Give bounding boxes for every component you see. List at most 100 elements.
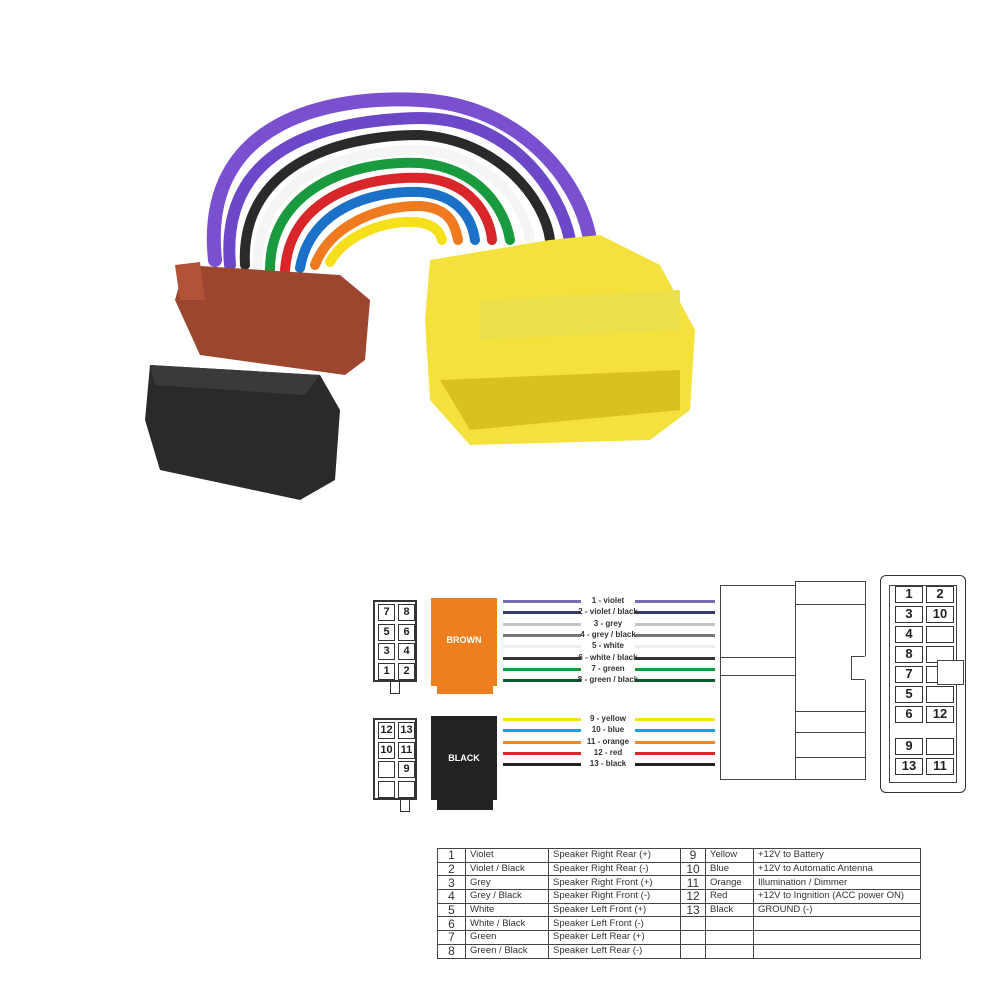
wire-color-cell: Yellow: [705, 848, 754, 863]
function-cell: Illumination / Dimmer: [753, 875, 921, 891]
function-cell: Speaker Left Rear (+): [548, 930, 681, 945]
face-pin-cell: 6: [895, 706, 923, 723]
pin-cell: 4: [398, 643, 415, 660]
pin-cell: 11: [398, 741, 415, 759]
pin-number-cell: [680, 930, 706, 945]
pin-number-cell: 13: [680, 902, 706, 918]
wire-bundle: [206, 92, 597, 275]
wire-color-cell: Violet: [465, 848, 549, 863]
face-pin-cell: 8: [895, 646, 923, 663]
face-pin-cell: 9: [895, 738, 923, 755]
pin-cell: [378, 780, 395, 798]
wire-line-left: [503, 656, 581, 660]
brown-iso-connector: [175, 262, 370, 375]
wire-line-right: [635, 667, 715, 671]
pin-cell: [378, 761, 395, 778]
wire-label: 11 - orange: [586, 736, 630, 746]
wire-line-left: [503, 622, 581, 626]
face-pin-cell: [926, 686, 954, 703]
function-cell: Speaker Left Front (-): [548, 916, 681, 932]
function-cell: Speaker Left Front (+): [548, 902, 681, 918]
pin-number-cell: 10: [680, 861, 706, 877]
face-pin-cell: 13: [895, 758, 923, 775]
housing-notch: [851, 656, 866, 680]
wire-line-right: [635, 611, 715, 615]
pin-cell: 3: [378, 643, 395, 660]
wire-color-cell: [705, 930, 754, 945]
wire-label: 7 - green: [591, 663, 625, 673]
pin-number-cell: 2: [437, 861, 466, 877]
function-cell: +12V to Battery: [753, 848, 921, 863]
wire-label: 8 - green / black: [577, 675, 639, 685]
wire-line-right: [635, 740, 715, 744]
wire-line-left: [503, 729, 581, 733]
face-pin-cell: 5: [895, 686, 923, 703]
wire-color-cell: White / Black: [465, 916, 549, 932]
pin-number-cell: 9: [680, 848, 706, 863]
pin-cell: 7: [378, 604, 395, 621]
wire-color-cell: Violet / Black: [465, 861, 549, 877]
wire-label: 6 - white / black: [578, 652, 638, 662]
wire-color-cell: Blue: [705, 861, 754, 877]
wire-line-left: [503, 611, 581, 615]
pin-face-key: [937, 660, 964, 685]
pin-cell: [398, 780, 415, 798]
wire-color-cell: Grey: [465, 875, 549, 891]
vehicle-connector-housing: [795, 581, 866, 780]
wire-color-cell: Orange: [705, 875, 754, 891]
wire-line-right: [635, 718, 715, 721]
brown-label: BROWN: [446, 635, 482, 645]
product-photo-iso-harness-adapter: [145, 92, 695, 500]
wire-line-left: [503, 751, 581, 755]
pin-number-cell: 7: [437, 930, 466, 945]
wire-line-right: [635, 645, 715, 649]
function-cell: Speaker Right Rear (-): [548, 861, 681, 877]
housing-divider: [795, 757, 866, 758]
brown-connector-block: BROWN: [431, 598, 497, 686]
black-iso-connector: [145, 365, 340, 500]
face-pin-cell: [926, 626, 954, 643]
wire-label: 4 - grey / black: [580, 629, 636, 639]
pin-cell: 6: [398, 623, 415, 641]
face-pin-cell: 11: [926, 758, 954, 775]
brown-connector-latch: [390, 682, 400, 694]
wire-label: 1 - violet: [591, 596, 625, 605]
pin-number-cell: 6: [437, 916, 466, 932]
wire-line-right: [635, 600, 715, 603]
pin-number-cell: 8: [437, 943, 466, 959]
pin-cell: 9: [398, 761, 415, 778]
wire-color-cell: [705, 916, 754, 932]
wire-label: 13 - black: [589, 759, 627, 769]
black-connector-block: BLACK: [431, 716, 497, 800]
function-cell: Speaker Left Rear (-): [548, 943, 681, 959]
function-cell: +12V to Automatic Antenna: [753, 861, 921, 877]
wire-line-right: [635, 633, 715, 637]
face-pin-cell: 3: [895, 606, 923, 623]
pin-number-cell: 4: [437, 889, 466, 904]
wire-label: 2 - violet / black: [578, 607, 638, 617]
wire-color-cell: Black: [705, 902, 754, 918]
wire-line-left: [503, 667, 581, 671]
wire-color-cell: Green / Black: [465, 943, 549, 959]
yellow-vehicle-connector: [425, 235, 695, 445]
function-cell: GROUND (-): [753, 902, 921, 918]
wire-line-right: [635, 751, 715, 755]
face-pin-cell: 10: [926, 606, 954, 623]
function-cell: Speaker Right Front (-): [548, 889, 681, 904]
wire-color-cell: [705, 943, 754, 959]
wire-color-cell: Grey / Black: [465, 889, 549, 904]
housing-divider: [795, 604, 866, 605]
face-pin-cell: 12: [926, 706, 954, 723]
wire-color-cell: White: [465, 902, 549, 918]
